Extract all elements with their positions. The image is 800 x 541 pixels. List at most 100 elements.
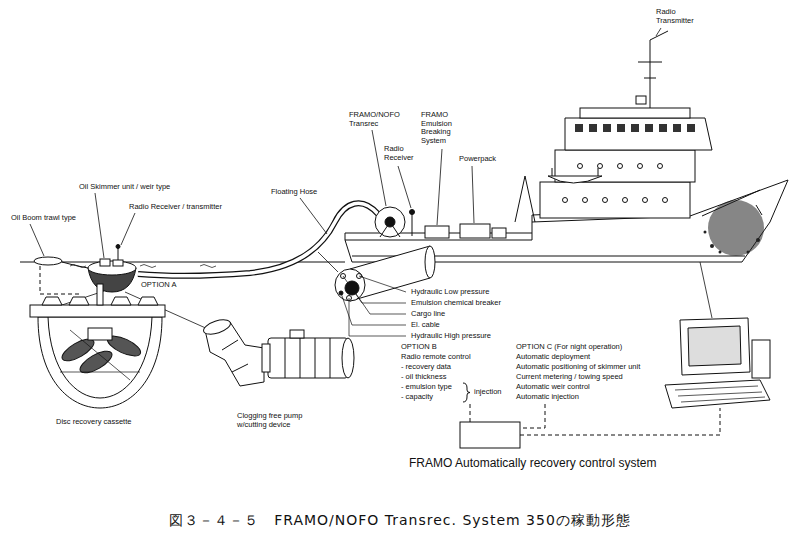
ship-illustration	[552, 168, 598, 176]
pump-illustration	[202, 317, 232, 337]
ship-illustration	[643, 198, 648, 203]
disc-cassette	[38, 317, 162, 408]
disc-cassette	[97, 284, 103, 305]
ship-illustration	[575, 124, 695, 132]
leader-line	[30, 28, 712, 338]
option-item: - emulsion type	[400, 383, 453, 392]
skimmer-unit	[88, 245, 136, 293]
hose-line-label: El. cable	[410, 321, 441, 330]
ship-illustration	[580, 108, 690, 118]
floating-hose	[138, 203, 378, 275]
option-item: Automatic weir control	[515, 383, 591, 392]
pump-illustration	[222, 340, 248, 372]
hose-cross-section	[349, 298, 406, 336]
computer-illustration	[665, 380, 770, 408]
pump-illustration	[290, 330, 304, 338]
hose-cross-section	[335, 269, 365, 301]
ship-illustration	[658, 164, 663, 169]
ship-illustration	[460, 224, 490, 238]
hose-cross-section	[425, 246, 435, 278]
ship-illustration	[638, 164, 643, 169]
leader-line	[437, 149, 442, 225]
leader-line	[300, 198, 327, 234]
disc-cassette	[48, 317, 152, 398]
oil-boom	[40, 266, 82, 294]
leader-line	[700, 262, 712, 318]
option-heading: OPTION B	[400, 343, 438, 352]
ship-illustration	[583, 198, 588, 203]
ship-illustration	[623, 198, 628, 203]
ship-illustration	[710, 244, 714, 248]
floating-hose	[138, 203, 378, 275]
part-label: Radio Receiver / transmitter	[128, 203, 223, 212]
option-item: - oil thickness	[400, 373, 447, 382]
ship-illustration	[345, 31, 788, 262]
hose-cross-section	[341, 293, 406, 325]
control-unit	[460, 422, 520, 448]
ship-illustration	[578, 164, 583, 169]
part-label: Floating Hose	[270, 188, 318, 197]
ship-illustration	[565, 118, 712, 150]
part-label: FRAMO/NOFO Transrec	[348, 111, 408, 128]
injection-brace	[463, 383, 470, 402]
option-item: Automatic positioning of skimmer unit	[515, 363, 641, 372]
part-label: Oil Skimmer unit / weir type	[78, 183, 171, 192]
ship-illustration	[756, 238, 760, 242]
hose-line-label: Cargo line	[410, 310, 446, 319]
part-label: Powerpack	[458, 155, 497, 164]
oil-boom	[34, 257, 88, 294]
leader-line	[95, 193, 104, 258]
part-label: FRAMO Emulsion Breaking System	[420, 111, 472, 146]
pump-illustration	[342, 338, 354, 378]
hose-cross-section	[352, 288, 406, 314]
option-item: - recovery data	[400, 363, 452, 372]
leader-line	[372, 130, 386, 206]
ship-illustration	[704, 231, 761, 254]
part-label: Disc recovery cassette	[55, 418, 132, 427]
option-item: injection	[473, 388, 503, 397]
computer-illustration	[752, 340, 770, 378]
computer-illustration	[665, 318, 770, 408]
figure-caption: 図３－４－５ FRAMO/NOFO Transrec. System 350の稼…	[0, 512, 800, 530]
pump-illustration	[202, 317, 354, 386]
option-heading: OPTION C (For night operation)	[515, 343, 623, 352]
ship-illustration	[410, 210, 415, 215]
skimmer-unit	[116, 245, 120, 249]
ship-illustration	[375, 207, 405, 237]
computer-illustration	[688, 326, 741, 366]
ship-illustration	[704, 231, 707, 234]
leader-line	[30, 224, 44, 256]
computer-illustration	[675, 386, 765, 402]
ship-illustration	[673, 124, 681, 132]
illustration	[20, 28, 788, 448]
ship-illustration	[636, 96, 646, 104]
ship-illustration	[645, 124, 653, 132]
skimmer-unit	[100, 259, 110, 266]
ship-illustration	[425, 226, 449, 238]
option-heading: OPTION A	[140, 281, 177, 290]
ship-illustration	[747, 251, 750, 254]
ship-illustration	[617, 124, 625, 132]
ship-illustration	[540, 182, 690, 218]
option-item: Radio remote control	[400, 353, 472, 362]
ship-illustration	[515, 176, 535, 222]
ship-illustration	[548, 176, 602, 183]
ship-illustration	[708, 200, 764, 256]
hose-cross-section	[359, 276, 406, 292]
skimmer-unit	[113, 260, 123, 266]
ship-illustration	[575, 124, 583, 132]
control-unit	[460, 404, 720, 448]
control-unit	[470, 404, 720, 435]
option-item: Current metering / towing speed	[515, 373, 624, 382]
ship-illustration	[492, 228, 506, 238]
pump-illustration	[262, 344, 270, 372]
pump-illustration	[285, 338, 330, 378]
system-title: FRAMO Automatically recovery control sys…	[408, 457, 657, 471]
ship-illustration	[412, 214, 413, 236]
disc-cassette	[88, 328, 112, 340]
ship-illustration	[618, 164, 623, 169]
leader-line	[398, 166, 411, 208]
hose-line-label: Hydraulic Low pressure	[410, 288, 490, 297]
oil-boom	[62, 262, 88, 268]
